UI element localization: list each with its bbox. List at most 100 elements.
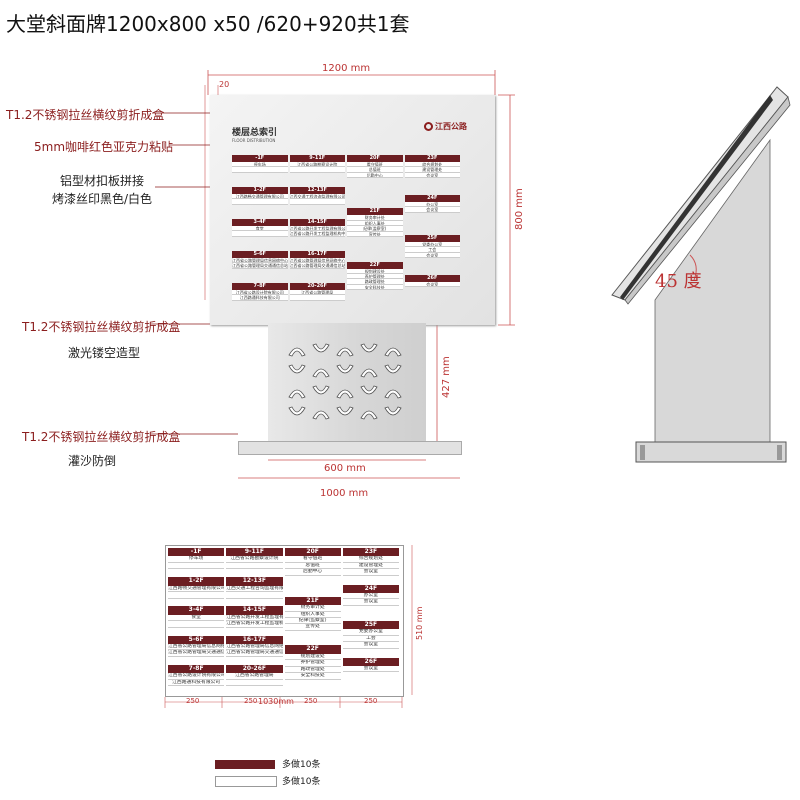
- floor-header: 20F: [284, 548, 341, 557]
- floor-tenant: 江西交通工程咨询监理有限公司: [289, 194, 345, 200]
- floor-tenant: 党委办公室: [342, 629, 399, 636]
- note-acrylic: 5mm咖啡红色亚克力粘贴: [34, 140, 174, 154]
- floor-tenant: 江西路通科技有限公司: [168, 679, 225, 687]
- floor-tenant: 路政管理处: [347, 279, 403, 285]
- page-title: 大堂斜面牌1200x800 x50 /620+920共1套: [6, 12, 410, 36]
- angle-label: 45 度: [655, 271, 702, 292]
- floor-tenant: 江西省公路开发工程监理机构中心: [226, 621, 283, 628]
- floor-tenant: 停车场: [168, 556, 225, 563]
- cutout-shape: [288, 406, 306, 416]
- floor-tenant: 江西省公路管理局: [226, 673, 283, 680]
- floor-header: 25F: [404, 235, 460, 242]
- note-aluminum: 铝型材扣板拼接: [60, 174, 145, 188]
- floor-tenant: 看守值班: [347, 162, 403, 168]
- floor-tenant: 财务审计处: [347, 215, 403, 221]
- floor-tenant: 江西省公路开发工程监理机构中心: [289, 231, 345, 237]
- floor-tenant: 养护管理处: [347, 274, 403, 280]
- dim-top-label: 1200 mm: [322, 63, 371, 74]
- floor-header: 24F: [404, 195, 460, 202]
- floor-tenant: 江西路畅交通管理有限公司: [232, 194, 288, 200]
- cutout-shape: [312, 343, 330, 353]
- floor-tenant: [289, 199, 345, 205]
- cutout-shape: [312, 368, 330, 378]
- floor-header: 23F: [404, 155, 460, 162]
- floor-header: 26F: [342, 657, 399, 666]
- floor-tenant: 安全科技处: [284, 673, 341, 680]
- floor-header: 1-2F: [232, 187, 288, 194]
- floor-tenant: 江西省公路管理局交通通信总站: [226, 650, 283, 657]
- floor-tenant: 食堂: [168, 614, 225, 622]
- cutout-shape: [360, 385, 378, 395]
- floor-tenant: [226, 679, 283, 687]
- cutout-shape: [384, 406, 402, 416]
- floor-tenant: 安全科技处: [347, 284, 403, 291]
- logo-text: 江西公路: [435, 122, 467, 131]
- floor-header: 3-4F: [168, 606, 225, 615]
- floor-header: 24F: [342, 584, 399, 593]
- floor-tenant: 江西省公路管理局信息网络中心: [226, 643, 283, 651]
- dim-stand-w-label: 600 mm: [324, 463, 366, 474]
- floor-tenant: [226, 592, 283, 599]
- floor-tenant: 组织人事处: [284, 611, 341, 618]
- dim-stand-h-label: 427 mm: [441, 356, 452, 398]
- floor-header: 3-4F: [232, 219, 288, 226]
- strip-header-sample: [215, 760, 275, 769]
- cutout-shape: [360, 368, 378, 378]
- dim-seg4: 250: [364, 697, 378, 705]
- floor-tenant: 财务审计处: [284, 605, 341, 612]
- floor-tenant: [232, 231, 288, 237]
- floor-header: 21F: [284, 596, 341, 606]
- floor-tenant: [232, 167, 288, 173]
- note-sand: 灌沙防倒: [68, 454, 117, 468]
- floor-header: 7-8F: [232, 283, 288, 290]
- cutout-shape: [336, 389, 354, 399]
- note-stainless-box-3: T1.2不锈钢拉丝横纹剪折成盒: [22, 430, 181, 444]
- dim-panel-bottom-label: 1030mm: [258, 697, 294, 706]
- floor-tenant: 综合规划处: [404, 162, 460, 168]
- cutout-shape: [384, 389, 402, 399]
- floor-tenant: 会议室: [404, 172, 460, 179]
- floor-header: 22F: [347, 261, 403, 269]
- note-stainless-box-1: T1.2不锈钢拉丝横纹剪折成盒: [6, 108, 165, 122]
- floor-tenant: 会议室: [404, 252, 460, 259]
- strip-row-note: 多做10条: [282, 777, 321, 787]
- floor-tenant: 组织人事处: [347, 220, 403, 227]
- floor-tenant: 会议室: [404, 207, 460, 213]
- floor-tenant: 会议室: [342, 569, 399, 576]
- floor-tenant: 规划建设处: [284, 653, 341, 661]
- cutout-shape: [360, 343, 378, 353]
- floor-tenant: [289, 295, 345, 301]
- floor-tenant: 江西路通科技有限公司: [232, 295, 288, 301]
- floor-header: 20-26F: [289, 283, 345, 290]
- cutout-shape: [312, 385, 330, 395]
- logo-icon: [424, 122, 433, 131]
- note-stainless-box-2: T1.2不锈钢拉丝横纹剪折成盒: [22, 320, 181, 334]
- floor-tenant: 会议室: [342, 599, 399, 606]
- floor-tenant: 宣传处: [347, 231, 403, 237]
- note-laser: 激光镂空造型: [68, 346, 141, 360]
- floor-tenant: [289, 167, 345, 173]
- strip-header-note: 多做10条: [282, 760, 321, 770]
- strip-row-sample: [215, 776, 277, 787]
- floor-tenant: 纪律(监察室): [347, 226, 403, 232]
- floor-header: 5-6F: [168, 635, 225, 644]
- floor-tenant: 总值班: [284, 562, 341, 570]
- floor-tenant: [226, 562, 283, 570]
- cutout-shape: [312, 410, 330, 420]
